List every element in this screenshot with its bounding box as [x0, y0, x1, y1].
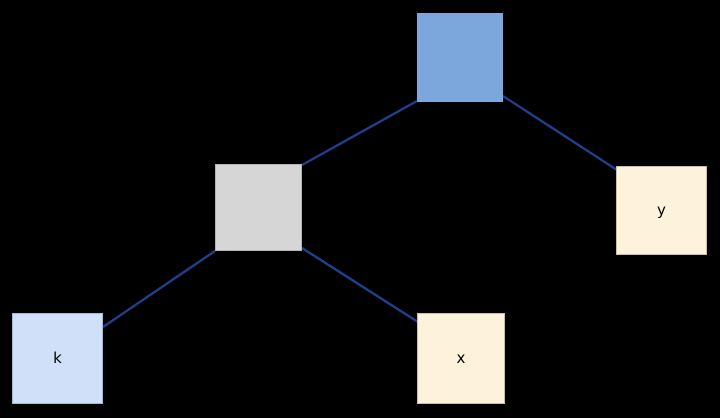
- tree-edge-root-y: [502, 94, 618, 172]
- tree-node-y[interactable]: y: [616, 166, 707, 255]
- tree-node-root[interactable]: [417, 13, 503, 102]
- tree-node-label-k: k: [53, 349, 62, 367]
- tree-node-x[interactable]: x: [417, 313, 505, 404]
- tree-edge-root-mid: [301, 99, 418, 167]
- tree-node-k[interactable]: k: [12, 313, 103, 404]
- tree-node-mid[interactable]: [215, 164, 302, 251]
- tree-node-label-y: y: [657, 201, 666, 219]
- tree-edge-mid-x: [301, 246, 419, 324]
- tree-node-label-x: x: [456, 349, 466, 367]
- tree-edge-mid-k: [102, 250, 216, 328]
